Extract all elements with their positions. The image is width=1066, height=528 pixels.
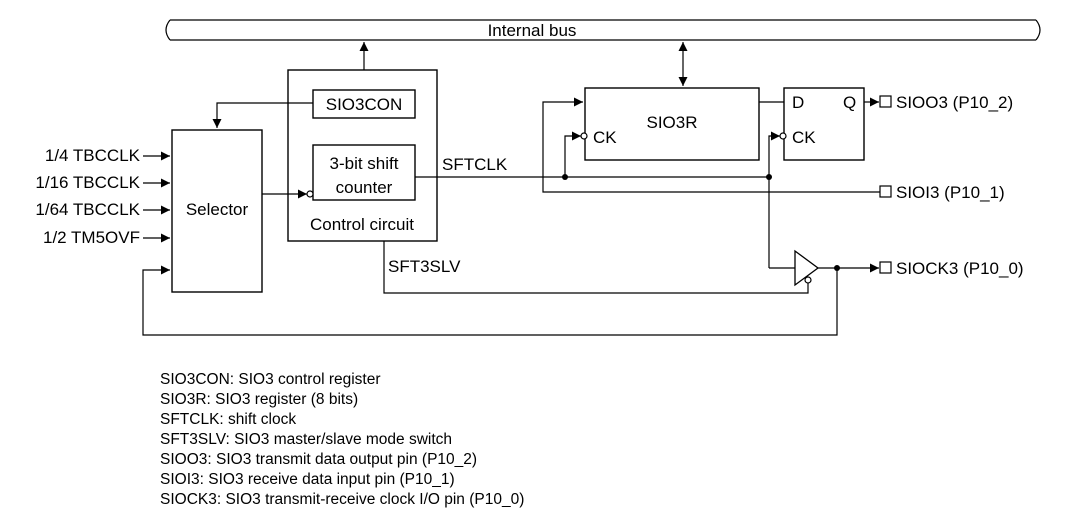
control-circuit-caption: Control circuit	[310, 215, 414, 234]
internal-bus-label: Internal bus	[488, 21, 577, 40]
selector-inputs: 1/4 TBCCLK 1/16 TBCCLK 1/64 TBCCLK 1/2 T…	[35, 146, 170, 247]
sioi3-pin-label: SIOI3 (P10_1)	[896, 183, 1005, 202]
control-circuit: SIO3CON 3-bit shift counter Control circ…	[287, 69, 438, 242]
input-label-2: 1/16 TBCCLK	[35, 173, 140, 192]
shift-counter	[312, 144, 416, 201]
sioo3-pin-icon	[879, 95, 892, 108]
siock3-pin-icon	[879, 261, 892, 274]
selector-label: Selector	[186, 200, 249, 219]
legend-item: SIOI3: SIO3 receive data input pin (P10_…	[160, 471, 455, 488]
ff-q-label: Q	[843, 93, 856, 112]
sio3r-register: SIO3R CK	[584, 87, 760, 161]
shift-counter-line2: counter	[336, 178, 393, 197]
tristate-buffer	[794, 249, 820, 287]
sft3slv-wire	[383, 241, 809, 294]
ff-ck-label: CK	[792, 128, 816, 147]
siock3-pin-label: SIOCK3 (P10_0)	[896, 259, 1024, 278]
buffer-enable-bubble	[804, 276, 812, 284]
legend-item: SFTCLK: shift clock	[160, 411, 296, 428]
input-label-4: 1/2 TM5OVF	[43, 228, 140, 247]
siock3-feedback-wire	[142, 265, 838, 336]
legend-item: SIO3CON: SIO3 control register	[160, 371, 381, 388]
internal-bus: Internal bus	[165, 19, 1041, 41]
selector: Selector	[171, 129, 263, 293]
sio3r-ck-bubble	[580, 132, 588, 140]
sio3con-label: SIO3CON	[326, 95, 403, 114]
legend-item: SFT3SLV: SIO3 master/slave mode switch	[160, 431, 452, 448]
counter-inverted-input-bubble	[306, 190, 314, 198]
input-label-1: 1/4 TBCCLK	[45, 146, 141, 165]
ff-d-label: D	[792, 93, 804, 112]
legend: SIO3CON: SIO3 control register SIO3R: SI…	[160, 371, 524, 508]
shift-counter-line1: 3-bit shift	[330, 154, 399, 173]
sio3con-register	[312, 89, 416, 119]
legend-item: SIO3R: SIO3 register (8 bits)	[160, 391, 358, 408]
sioo3-pin-label: SIOO3 (P10_2)	[896, 93, 1013, 112]
sio3con-to-selector-wire	[212, 102, 313, 128]
input-label-3: 1/64 TBCCLK	[35, 200, 140, 219]
sftclk-label: SFTCLK	[442, 155, 508, 174]
sio3r-ck-label: CK	[593, 128, 617, 147]
legend-item: SIOO3: SIO3 transmit data output pin (P1…	[160, 451, 477, 468]
sioi3-to-sio3r	[542, 97, 880, 193]
sio3r-label: SIO3R	[646, 113, 697, 132]
legend-item: SIOCK3: SIO3 transmit-receive clock I/O …	[160, 491, 524, 508]
output-flipflop: D Q CK	[783, 87, 865, 161]
sft3slv-label: SFT3SLV	[388, 257, 461, 276]
ff-ck-bubble	[779, 132, 787, 140]
sioi3-pin-icon	[879, 185, 892, 198]
sftclk-to-sio3r-ck	[564, 131, 581, 177]
sftclk-to-ff-ck	[768, 131, 780, 177]
